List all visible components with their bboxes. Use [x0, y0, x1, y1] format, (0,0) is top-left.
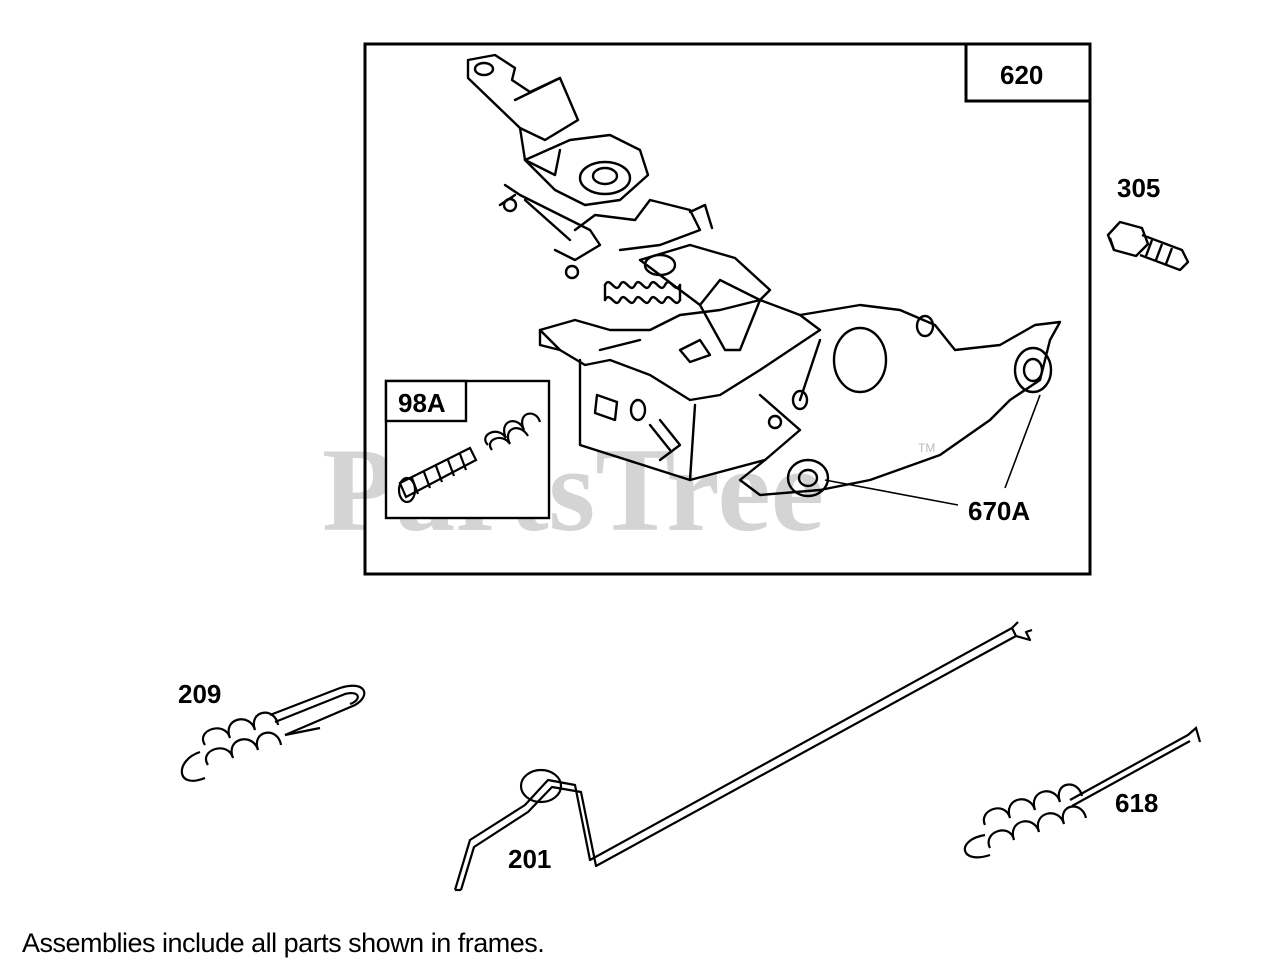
- control-bracket-drawing: [466, 53, 1062, 498]
- assembly-frame-620: [363, 42, 1092, 576]
- callout-box-620: [964, 42, 1092, 103]
- callout-620: 620: [1000, 60, 1043, 90]
- leader-670a: [824, 394, 1041, 506]
- callout-209: 209: [178, 679, 221, 709]
- link-rod-201-drawing: [453, 621, 1033, 892]
- callout-305: 305: [1117, 173, 1160, 203]
- idle-screw-and-spring-drawing: [397, 412, 542, 504]
- hex-screw-305-drawing: [1106, 220, 1190, 272]
- watermark-tm: TM: [918, 441, 935, 455]
- footer-note: Assemblies include all parts shown in fr…: [22, 928, 545, 958]
- spring-209-drawing: [180, 684, 366, 782]
- spring-618-drawing: [963, 726, 1202, 859]
- callout-618: 618: [1115, 788, 1158, 818]
- callout-box-98a: [384, 379, 468, 423]
- callout-670a: 670A: [968, 496, 1030, 526]
- callout-98a: 98A: [398, 388, 446, 418]
- callout-201: 201: [508, 844, 551, 874]
